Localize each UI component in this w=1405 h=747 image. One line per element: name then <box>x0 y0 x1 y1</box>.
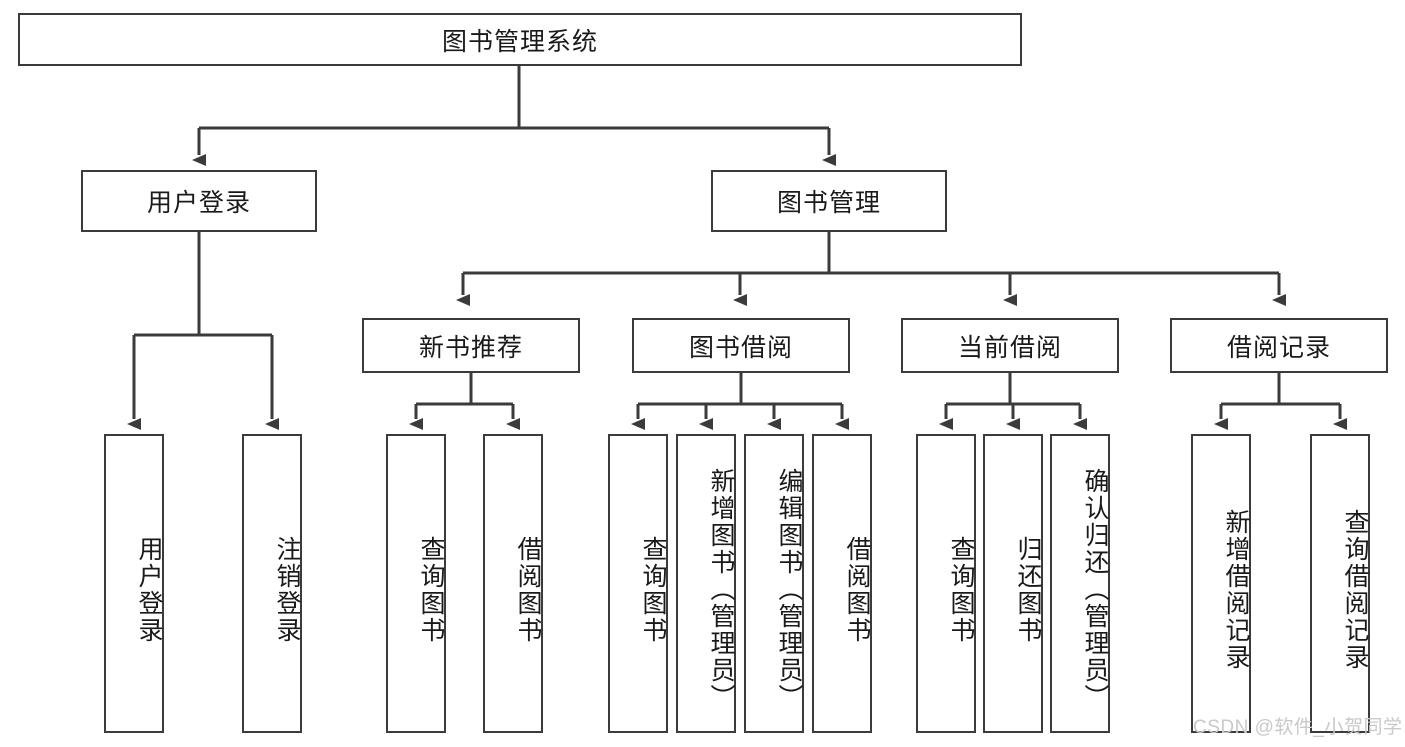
node-new-book-recommend[interactable]: 新书推荐 <box>362 318 580 373</box>
node-leaf-logout[interactable]: 注销登录 <box>242 434 302 733</box>
node-current-borrow[interactable]: 当前借阅 <box>901 318 1119 373</box>
node-leaf-borrow-book-1[interactable]: 借阅图书 <box>483 434 543 733</box>
node-leaf-borrow-book-2[interactable]: 借阅图书 <box>812 434 872 733</box>
node-label: 新增图书（管理员） <box>707 468 735 711</box>
node-borrow-record[interactable]: 借阅记录 <box>1170 318 1388 373</box>
node-label: 借阅记录 <box>1226 333 1331 362</box>
node-book-management[interactable]: 图书管理 <box>711 170 947 232</box>
node-label: 编辑图书（管理员） <box>775 468 803 711</box>
node-leaf-query-book-3[interactable]: 查询图书 <box>916 434 976 733</box>
node-label: 新增借阅记录 <box>1222 508 1250 671</box>
node-label: 查询图书 <box>947 535 975 644</box>
node-label: 借阅图书 <box>843 535 871 644</box>
node-label: 图书管理 <box>776 189 881 217</box>
node-label: 查询借阅记录 <box>1341 508 1369 671</box>
node-label: 借阅图书 <box>514 535 542 644</box>
node-leaf-edit-book[interactable]: 编辑图书（管理员） <box>744 434 804 733</box>
node-leaf-query-book-2[interactable]: 查询图书 <box>608 434 668 733</box>
node-leaf-add-record[interactable]: 新增借阅记录 <box>1191 434 1251 733</box>
node-leaf-return-book[interactable]: 归还图书 <box>983 434 1043 733</box>
node-label: 图书借阅 <box>688 333 793 362</box>
node-book-management-system[interactable]: 图书管理系统 <box>18 13 1022 66</box>
node-label: 查询图书 <box>417 535 445 644</box>
node-label: 当前借阅 <box>957 333 1062 362</box>
node-label: 归还图书 <box>1014 535 1042 644</box>
node-label: 查询图书 <box>639 535 667 644</box>
node-label: 图书管理系统 <box>441 27 598 56</box>
node-label: 注销登录 <box>273 535 301 644</box>
node-leaf-confirm-return[interactable]: 确认归还（管理员） <box>1050 434 1110 733</box>
node-leaf-query-book-1[interactable]: 查询图书 <box>386 434 446 733</box>
node-leaf-add-book[interactable]: 新增图书（管理员） <box>676 434 736 733</box>
node-label: 新书推荐 <box>418 333 523 362</box>
node-book-borrow[interactable]: 图书借阅 <box>632 318 850 373</box>
node-label: 确认归还（管理员） <box>1081 468 1109 711</box>
node-label: 用户登录 <box>146 189 251 217</box>
node-leaf-user-login[interactable]: 用户登录 <box>104 434 164 733</box>
node-label: 用户登录 <box>135 535 163 644</box>
node-leaf-query-record[interactable]: 查询借阅记录 <box>1310 434 1370 733</box>
node-user-login[interactable]: 用户登录 <box>81 170 317 232</box>
csdn-watermark: CSDN @软件_小贺同学 <box>1193 717 1403 738</box>
